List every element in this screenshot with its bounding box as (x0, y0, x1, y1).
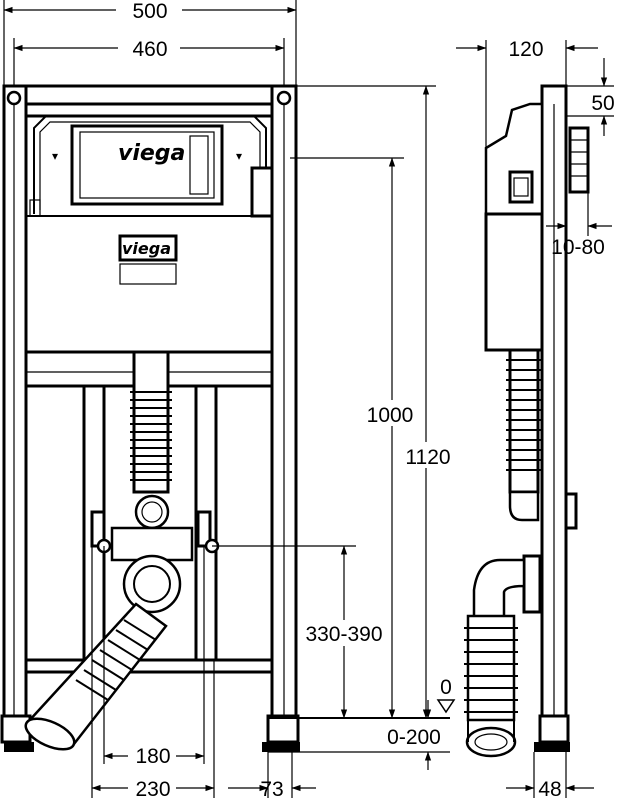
dim-cistern-offset: 50 (591, 92, 614, 115)
dim-floor-adjust: 0-200 (387, 726, 441, 749)
svg-text:▾: ▾ (52, 149, 58, 163)
dim-foot-spacing-outer: 230 (135, 778, 170, 801)
side-dimensions: 120 50 10-80 48 (456, 38, 615, 801)
mounting-hole-left (6, 90, 22, 106)
triangle-down-icon (436, 699, 456, 714)
front-view: viega ▾ ▾ viega (0, 84, 450, 752)
frame-top-rail (2, 84, 298, 106)
dim-foot-spacing-inner: 180 (135, 745, 170, 768)
viega-label-panel (118, 234, 178, 262)
side-drain-elbow (472, 558, 526, 622)
frame-left-post (2, 84, 28, 718)
flush-plate-opening (70, 124, 224, 206)
drain-bracket (110, 526, 194, 562)
dim-foot-offset: 73 (260, 778, 283, 801)
viega-logo-panel: viega (122, 239, 171, 258)
dim-drain-height: 330-390 (305, 623, 382, 646)
flush-pipe (132, 350, 170, 494)
dim-width-outer: 500 (132, 0, 167, 23)
foot-right (266, 714, 300, 744)
drain-elbow (122, 554, 182, 614)
floor-level-label: 0 (440, 676, 452, 699)
viega-logo-top: viega (118, 141, 185, 166)
dim-foot-depth: 48 (538, 778, 561, 801)
dim-frame-depth: 120 (508, 38, 543, 61)
mounting-hole-right (276, 90, 292, 106)
frame-bottom-rail (24, 658, 274, 674)
dim-width-inner: 460 (132, 38, 167, 61)
front-dimensions: 500 460 1000 1120 330-390 0 0-200 (3, 0, 456, 801)
dim-height-total: 1120 (405, 446, 450, 469)
dim-wall-gap: 10-80 (551, 236, 605, 259)
side-drain-pipe (466, 614, 516, 722)
side-view (464, 84, 590, 758)
svg-text:▾: ▾ (236, 149, 242, 163)
dim-height-flush: 1000 (367, 404, 414, 427)
wall-bracket (568, 126, 590, 194)
